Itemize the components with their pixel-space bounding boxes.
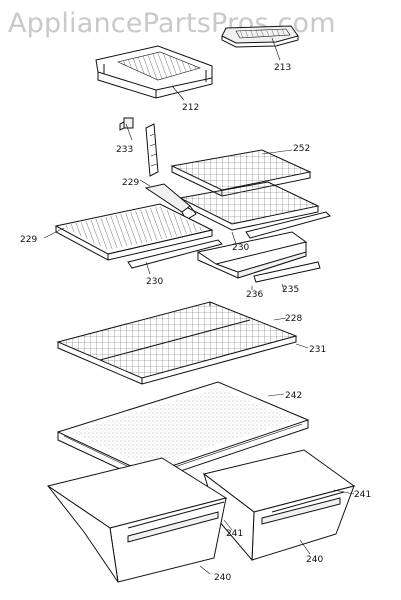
- callout-228: 228: [285, 314, 302, 324]
- leader-lines: [43, 37, 355, 575]
- part-229-wire-shelf: [54, 203, 214, 261]
- callout-233: 233: [116, 145, 133, 155]
- callout-240-right: 240: [306, 555, 323, 565]
- part-213-bracket: [221, 25, 299, 48]
- part-233-clip: [119, 117, 134, 131]
- callout-229-upper: 229: [122, 178, 139, 188]
- part-242-crisper-cover: [56, 381, 310, 483]
- part-240-crisper-left: [46, 457, 228, 583]
- part-230-rail-left: [127, 239, 223, 269]
- callout-labels: 213 212 233 252 229 229 230 230 236 235 …: [20, 63, 371, 583]
- part-212-frame: [95, 45, 213, 99]
- callout-230-right: 230: [232, 243, 249, 253]
- part-support-bar: [145, 123, 159, 177]
- callout-231: 231: [309, 345, 326, 355]
- callout-235: 235: [282, 285, 299, 295]
- callout-229-left: 229: [20, 235, 37, 245]
- part-230-rail-right: [245, 211, 331, 239]
- part-235-drawer-front: [253, 261, 321, 283]
- part-236-drawer: [196, 231, 308, 279]
- callout-230-left: 230: [146, 277, 163, 287]
- callout-252: 252: [293, 144, 310, 154]
- part-240-crisper-right: [202, 449, 356, 562]
- callout-241-right: 241: [354, 490, 371, 500]
- callout-236: 236: [246, 290, 263, 300]
- part-228-shelf: [56, 301, 298, 385]
- callout-241-left: 241: [226, 529, 243, 539]
- callout-240-left: 240: [214, 573, 231, 583]
- callout-242: 242: [285, 391, 302, 401]
- callout-212: 212: [182, 103, 199, 113]
- callout-213: 213: [274, 63, 291, 73]
